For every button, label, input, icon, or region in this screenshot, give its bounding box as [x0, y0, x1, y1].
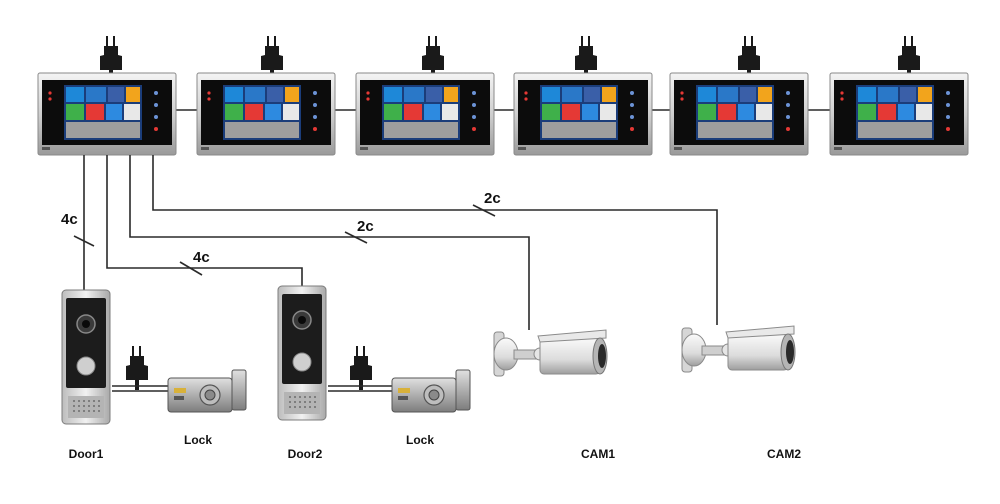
electric-lock-2: [391, 369, 471, 413]
power-adapter-icon: [126, 346, 148, 390]
monitor-4: [513, 72, 653, 156]
cable-door2: [106, 155, 303, 286]
cable-label-cam1: 2c: [357, 218, 374, 235]
cable-cam1: [129, 155, 530, 330]
camera-2: [681, 325, 796, 373]
label-cam2: CAM2: [767, 447, 801, 461]
label-lock2: Lock: [406, 433, 434, 447]
monitor-2: [196, 72, 336, 156]
lock-wires-1: [112, 385, 168, 392]
cable-label-door2: 4c: [193, 249, 210, 266]
monitor-5: [669, 72, 809, 156]
label-door2: Door2: [288, 447, 323, 461]
cable-door1: [73, 155, 95, 290]
lock-wires-2: [328, 385, 392, 392]
cable-cam2: [152, 155, 718, 325]
label-door1: Door1: [69, 447, 104, 461]
door-station-2: [277, 285, 327, 421]
door-station-1: [61, 289, 111, 425]
cable-label-cam2: 2c: [484, 190, 501, 207]
camera-1: [493, 329, 608, 377]
power-adapter-icon: [350, 346, 372, 390]
monitor-1: [37, 72, 177, 156]
label-lock1: Lock: [184, 433, 212, 447]
label-cam1: CAM1: [581, 447, 615, 461]
monitor-3: [355, 72, 495, 156]
monitor-6: [829, 72, 969, 156]
electric-lock-1: [167, 369, 247, 413]
cable-label-door1: 4c: [61, 211, 78, 228]
